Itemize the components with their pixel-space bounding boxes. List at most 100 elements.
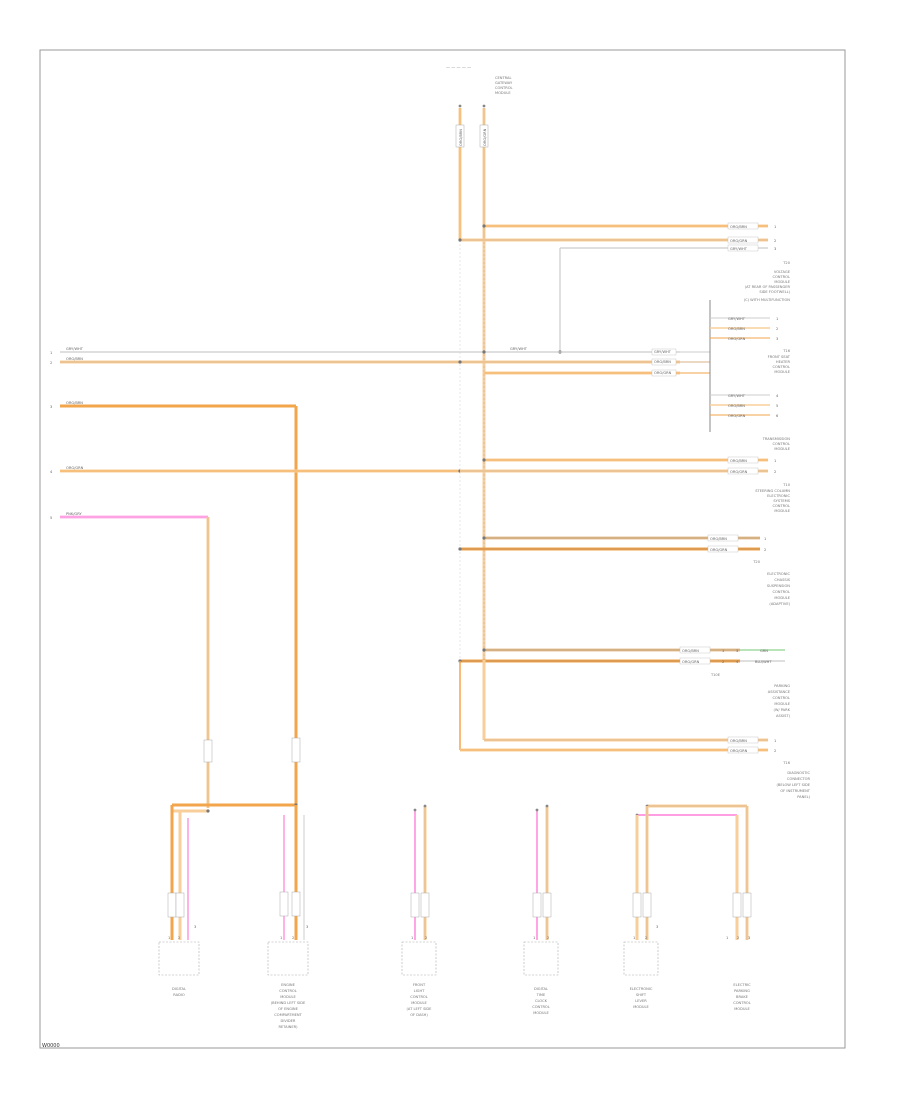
rb2-caption-5: MODULE [774, 370, 790, 374]
rb1-pin-2: 2 [774, 239, 776, 243]
rb1-caption-4: MODULE [774, 280, 790, 284]
rb5-caption-1: T10E [710, 673, 721, 677]
c5-pin-1: 1 [633, 936, 635, 940]
c3-name-6: OF DASH) [410, 1013, 428, 1017]
component-engine-control-module: 1 2 3 ENGINE CONTROL MODULE (BEHIND LEFT… [267, 805, 309, 1029]
bottom-bus-right [635, 804, 747, 817]
c1-pin-1: 1 [168, 936, 170, 940]
rb1-caption-2: VOLTAGE [774, 270, 791, 274]
rb2-caption-3: HEATER [776, 360, 791, 364]
left-pin-1: 1 [50, 351, 52, 355]
rb6-caption-4: (BELOW LEFT SIDE [776, 783, 810, 787]
c5-pin-3: 3 [656, 925, 658, 929]
c5-name-1: ELECTRONIC [630, 987, 653, 991]
rb3-caption-1: TRANSMISSION [762, 437, 791, 441]
rb4-caption-1: T20 [752, 560, 760, 564]
rb1-wire-2: ORG/GRN [730, 239, 748, 243]
rb2-wire-1: GRY/WHT [654, 350, 672, 354]
rb2-pin-3: 3 [776, 337, 778, 341]
c2-pin-2: 2 [292, 936, 294, 940]
svg-text:— — — — —: — — — — — [446, 65, 471, 70]
rb6-caption-2: DIAGNOSTIC [787, 771, 810, 775]
component-electronic-shift-lever: 1 2 3 ELECTRONIC SHIFT LEVER MODULE [623, 806, 659, 1009]
c2-name-6: COMPARTMENT [274, 1013, 302, 1017]
c2-name-7: DIVIDER [281, 1019, 296, 1023]
rb2-wire-8: ORG/BRN [728, 404, 745, 408]
rb1-wire-3: GRY/WHT [730, 247, 748, 251]
rb3-caption-2: CONTROL [772, 442, 790, 446]
rb3-caption-8: CONTROL [772, 504, 790, 508]
rb2-pin-4: 4 [776, 394, 779, 398]
rb4-pin-2: 2 [764, 548, 766, 552]
left-pin-4: 4 [50, 470, 53, 474]
rb6-wire-2: ORG/GRN [730, 749, 748, 753]
rb1-caption-3: CONTROL [772, 275, 790, 279]
c2-name-3: MODULE [280, 995, 296, 999]
rb6-pin-1: 1 [774, 739, 776, 743]
rb4-pin-1: 1 [764, 537, 766, 541]
c4-name-2: TIME [536, 993, 546, 997]
c2-name-2: CONTROL [279, 989, 297, 993]
component-digital-radio: 1 2 3 DIGITAL RADIO [158, 805, 200, 997]
c2-name-8: RETAINER) [278, 1025, 298, 1029]
c5-pin-2: 2 [645, 936, 647, 940]
rb1-wire-1: ORG/BRN [730, 225, 747, 229]
rb2-wire-7: GRY/WHT [728, 394, 746, 398]
right-block-3: ORG/BRN ORG/GRN 1 2 TRANSMISSION CONTROL… [460, 437, 791, 513]
rb1-pin-1: 1 [774, 225, 776, 229]
top-title-line-4: MODULE [495, 91, 511, 95]
rb5-pin-1: 1 [722, 649, 724, 653]
rb2-pin-1: 1 [776, 317, 778, 321]
rb5-wire-3: GRN [760, 649, 768, 653]
c6-name-5: MODULE [734, 1007, 750, 1011]
left-wire-2: ORG/BRN [66, 357, 83, 361]
rb4-caption-2: ELECTRONIC [767, 572, 790, 576]
rb2-wire-6: ORG/GRN [728, 337, 746, 341]
c2-name-5: OF ENGINE [278, 1007, 299, 1011]
right-block-6: ORG/BRN ORG/GRN 1 2 T16 DIAGNOSTIC CONNE… [459, 660, 811, 799]
c2-pin-3: 3 [306, 925, 308, 929]
rb4-caption-3: CHASSIS [774, 578, 790, 582]
rb2-wire-3: ORG/GRN [654, 371, 672, 375]
rb3-caption-7: SYSTEMS [773, 499, 790, 503]
rb1-caption-5: (AT REAR OF PASSENGER [745, 285, 791, 289]
right-block-2: GRY/WHT ORG/BRN ORG/GRN GRY/WHT ORG/BRN … [484, 300, 791, 432]
c1-name-2: RADIO [173, 993, 185, 997]
rb6-caption-3: CONNECTOR [787, 777, 811, 781]
c4-pin-1: 1 [533, 936, 535, 940]
left-pin-2: 2 [50, 361, 52, 365]
left-pin-5: 5 [50, 516, 52, 520]
rb2-caption-4: CONTROL [772, 365, 790, 369]
c3-pin-1: 1 [411, 936, 413, 940]
c3-pin-2: 2 [425, 936, 427, 940]
rb6-caption-5: OF INSTRUMENT [780, 789, 810, 793]
c4-name-3: CLOCK [535, 999, 548, 1003]
top-wire-label-2: ORG/GRN [483, 128, 487, 146]
c2-name-1: ENGINE [281, 983, 295, 987]
rb1-caption-6: SIDE FOOTWELL) [759, 290, 790, 294]
rb5-pin-4: 4 [736, 660, 739, 664]
top-title-line-2: GATEWAY [495, 81, 513, 85]
c6-name-2: PARKING [734, 989, 750, 993]
rb5-caption-3: ASSISTANCE [768, 690, 791, 694]
top-title-line-3: CONTROL [495, 86, 513, 90]
rb5-caption-6: (W/ PARK [773, 708, 790, 712]
c2-name-4: (BEHIND LEFT SIDE [271, 1001, 306, 1005]
rb6-caption-6: PANEL) [797, 795, 810, 799]
rb3-pin-2: 2 [774, 470, 776, 474]
c6-pin-2: 2 [737, 936, 739, 940]
rb5-wire-1: ORG/BRN [682, 649, 699, 653]
c4-pin-2: 2 [547, 936, 549, 940]
rb4-wire-1: ORG/BRN [710, 537, 727, 541]
rb5-caption-4: CONTROL [772, 696, 790, 700]
rb2-wire-5: ORG/BRN [728, 327, 745, 331]
c1-name-1: DIGITAL [172, 987, 186, 991]
rb3-wire-2: ORG/GRN [730, 470, 748, 474]
rb6-pin-2: 2 [774, 749, 776, 753]
rb3-caption-6: ELECTRONIC [767, 494, 790, 498]
top-wire-label-1: ORG/BRN [459, 129, 463, 146]
left-wire-4: ORG/GRN [66, 466, 84, 470]
top-connector-title: — — — — — CENTRAL GATEWAY CONTROL MODULE [446, 65, 513, 95]
c6-name-1: ELECTRIC [733, 983, 751, 987]
